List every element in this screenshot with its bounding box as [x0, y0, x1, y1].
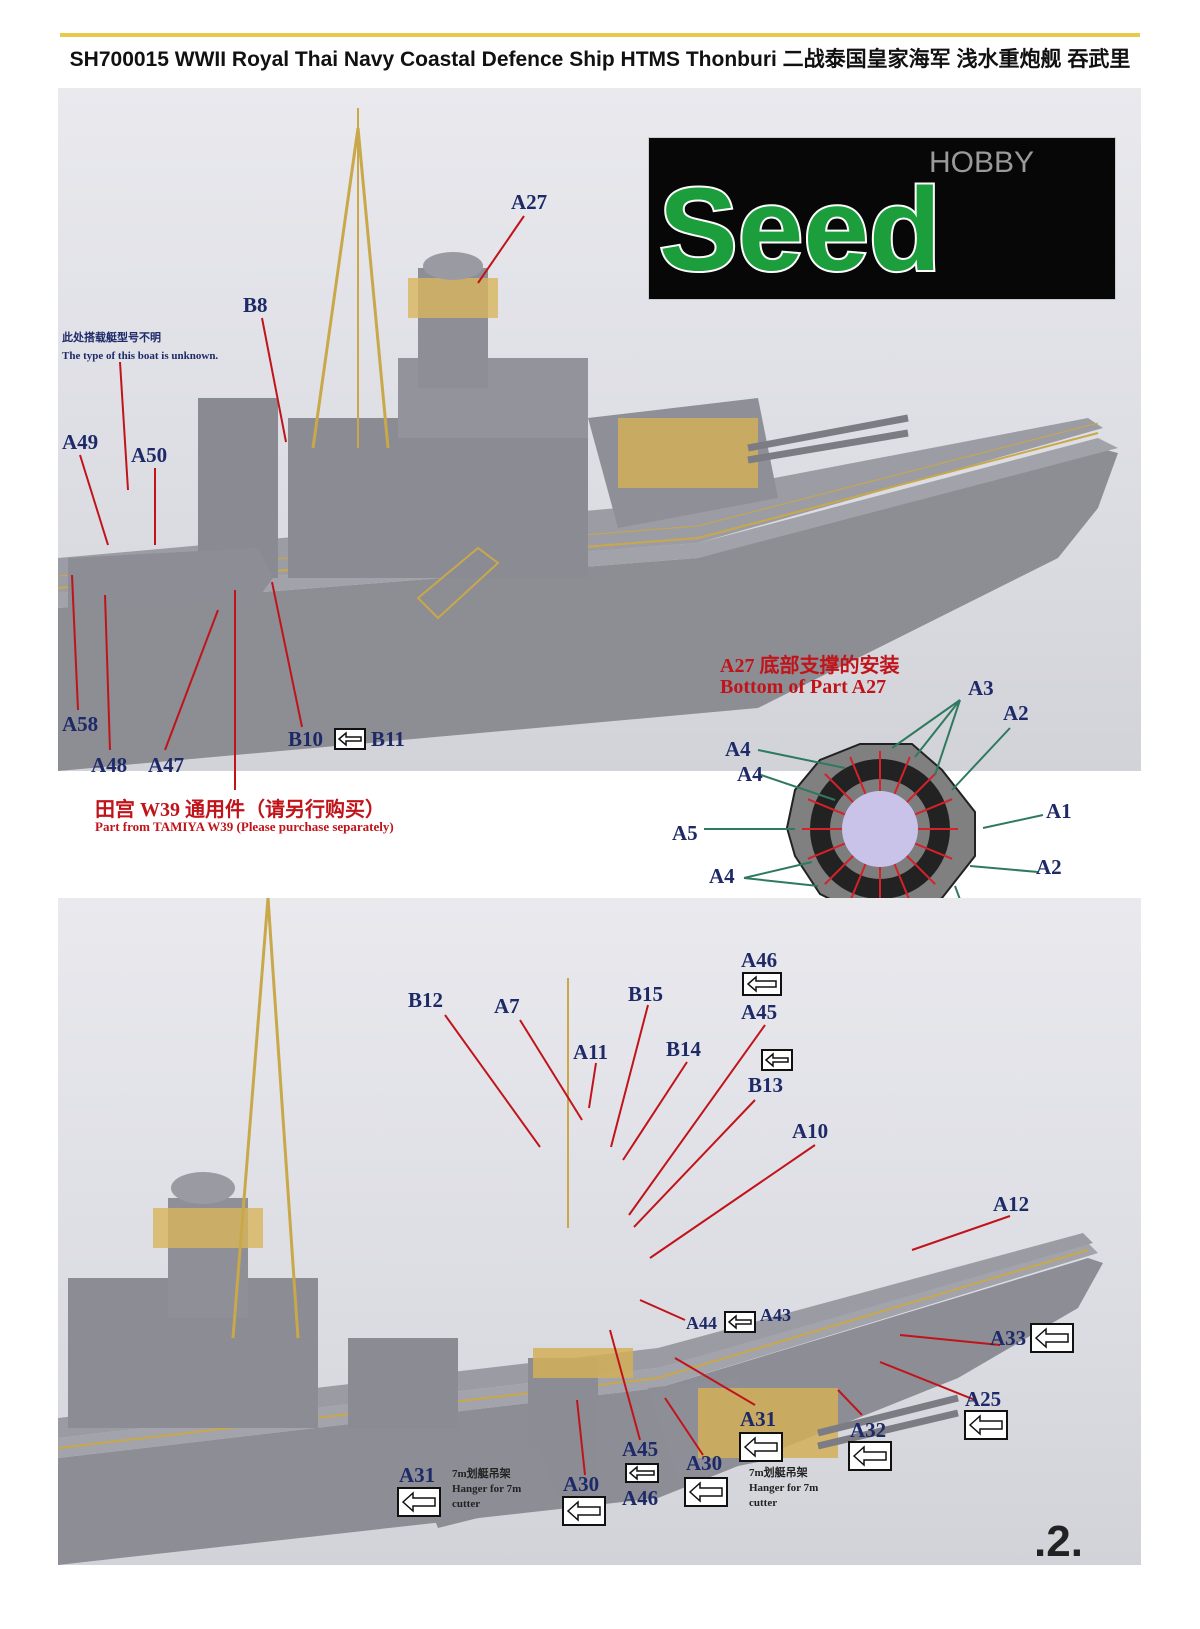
label-a58: A58 — [62, 712, 99, 736]
swap-arrow-icon — [625, 1463, 659, 1483]
support-spoke — [893, 863, 911, 902]
label-a47: A47 — [148, 753, 185, 777]
label-a32: A32 — [850, 1418, 887, 1442]
boat-note-en: The type of this boat is unknown. — [62, 350, 219, 362]
logo-seed-text: Seed — [659, 164, 941, 296]
support-spoke — [849, 863, 867, 902]
label-a30-left: A30 — [563, 1472, 600, 1496]
swap-arrow-icon — [739, 1432, 783, 1462]
diagram-label-a4-c: A4 — [709, 864, 735, 888]
support-spoke — [914, 842, 953, 860]
swap-arrow-icon — [761, 1049, 793, 1071]
label-a33: A33 — [990, 1326, 1027, 1350]
diagram-label-a4-a: A4 — [725, 737, 751, 761]
hanger-note-cn-1: 7m划艇吊架 — [452, 1468, 511, 1480]
support-spoke — [824, 855, 854, 885]
label-a25: A25 — [965, 1387, 1002, 1411]
diagram-label-a1: A1 — [1046, 799, 1072, 823]
support-spoke — [807, 842, 846, 860]
boat-note-cn: 此处搭载艇型号不明 — [62, 332, 161, 344]
support-spoke — [914, 798, 953, 816]
swap-arrow-icon — [684, 1477, 728, 1507]
label-a31-mid: A31 — [740, 1407, 777, 1431]
label-a50: A50 — [131, 443, 168, 467]
label-a31-left: A31 — [399, 1463, 436, 1487]
ship-illustration-top — [58, 108, 1118, 771]
support-spoke — [849, 756, 867, 795]
swap-arrow-icon — [724, 1311, 756, 1333]
page-number: .2. — [1034, 1517, 1083, 1566]
label-a30-mid: A30 — [686, 1451, 723, 1475]
label-b13: B13 — [748, 1073, 784, 1097]
label-a45-top: A45 — [741, 1000, 778, 1024]
label-a43: A43 — [760, 1305, 791, 1325]
label-b12: B12 — [408, 988, 444, 1012]
label-a46-top: A46 — [741, 948, 778, 972]
swap-arrow-icon — [334, 728, 366, 750]
hanger-note-en-1a: Hanger for 7m — [452, 1483, 522, 1495]
tamiya-note-cn: 田宫 W39 通用件（请另行购买） — [95, 799, 385, 821]
ship-illustration-bottom — [58, 898, 1103, 1565]
label-b10: B10 — [288, 727, 324, 751]
label-a45-bottom: A45 — [622, 1437, 659, 1461]
logo-hobby-text: HOBBY — [929, 146, 1034, 179]
hanger-note-cn-2: 7m划艇吊架 — [749, 1467, 808, 1479]
swap-arrow-icon — [742, 972, 782, 996]
ship-photo-bottom — [58, 898, 1141, 1565]
label-b14: B14 — [666, 1037, 702, 1061]
diagram-title-cn: A27 底部支撑的安装 — [720, 655, 900, 677]
support-spoke — [824, 773, 854, 803]
support-spoke — [906, 855, 936, 885]
swap-arrow-icon — [397, 1487, 441, 1517]
diagram-label-a5: A5 — [672, 821, 698, 845]
support-spoke — [893, 756, 911, 795]
tamiya-note-en: Part from TAMIYA W39 (Please purchase se… — [95, 819, 394, 834]
label-b11: B11 — [371, 727, 405, 751]
header-accent-bar — [60, 33, 1140, 37]
label-a46-bottom: A46 — [622, 1486, 659, 1510]
swap-arrow-icon — [848, 1441, 892, 1471]
diagram-title-en: Bottom of Part A27 — [720, 676, 887, 698]
support-spoke — [906, 773, 936, 803]
diagram-label-a3-top: A3 — [968, 676, 994, 700]
label-a7: A7 — [494, 994, 520, 1018]
a27-ring-diagram — [785, 743, 976, 915]
label-b15: B15 — [628, 982, 664, 1006]
diagram-label-a2-bottom: A2 — [1036, 855, 1062, 879]
seed-logo-graphic: HOBBY Seed — [657, 146, 1034, 298]
label-a48: A48 — [91, 753, 128, 777]
label-a44: A44 — [686, 1313, 717, 1333]
swap-arrow-icon — [562, 1496, 606, 1526]
diagram-label-a4-b: A4 — [737, 762, 763, 786]
hobby-seed-logo: HOBBY Seed — [648, 137, 1116, 300]
hanger-note-en-1b: cutter — [452, 1498, 481, 1510]
label-a27: A27 — [511, 190, 548, 214]
label-a12: A12 — [993, 1192, 1030, 1216]
diagram-label-a2-top: A2 — [1003, 701, 1029, 725]
page-title: SH700015 WWII Royal Thai Navy Coastal De… — [69, 48, 1131, 71]
hanger-note-en-2b: cutter — [749, 1497, 778, 1509]
swap-arrow-icon — [964, 1410, 1008, 1440]
swap-arrow-icon — [1030, 1323, 1074, 1353]
hanger-note-en-2a: Hanger for 7m — [749, 1482, 819, 1494]
label-b8: B8 — [243, 293, 268, 317]
label-a10: A10 — [792, 1119, 829, 1143]
label-a11: A11 — [573, 1040, 609, 1064]
support-spoke — [807, 798, 846, 816]
label-a49: A49 — [62, 430, 99, 454]
